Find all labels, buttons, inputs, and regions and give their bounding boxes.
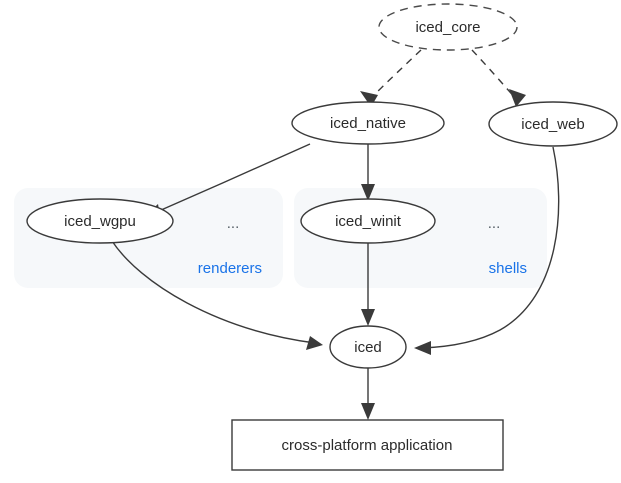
edge-iced-wgpu-to-iced-path	[111, 240, 316, 344]
node-iced-native[interactable]: iced_native	[291, 101, 445, 145]
edge-iced-native-to-iced-wgpu-path	[151, 143, 311, 215]
edge-iced-web-to-iced	[414, 146, 560, 355]
edge-iced-native-to-iced-winit	[361, 144, 375, 201]
edge-iced-to-application	[361, 368, 375, 420]
edge-iced-core-to-iced-web-path	[471, 49, 517, 100]
edge-iced-web-to-iced-path	[421, 146, 560, 349]
node-iced-core[interactable]: iced_core	[378, 3, 518, 51]
node-iced-wgpu-shape[interactable]	[26, 198, 174, 244]
cluster-shells-ellipsis: ...	[488, 215, 501, 232]
cluster-renderers-label: renderers	[198, 260, 262, 277]
edge-iced-winit-to-iced	[361, 243, 375, 326]
edge-iced-core-to-iced-web-arrowhead	[509, 89, 526, 107]
edge-iced-wgpu-to-iced-arrowhead	[306, 336, 323, 350]
edge-iced-wgpu-to-iced	[111, 240, 323, 350]
node-iced-winit-shape[interactable]	[300, 198, 436, 244]
edge-iced-core-to-iced-native-arrowhead	[360, 91, 378, 107]
edge-iced-core-to-iced-native	[360, 49, 422, 107]
node-iced-native-label: iced_native	[330, 115, 406, 132]
edge-iced-native-to-iced-winit-arrowhead	[361, 184, 375, 201]
cluster-shells-label: shells	[489, 260, 527, 277]
edge-iced-web-to-iced-arrowhead	[414, 341, 431, 355]
node-iced-web-label: iced_web	[521, 116, 584, 133]
edge-iced-core-to-iced-native-path	[369, 49, 422, 100]
edge-iced-to-application-arrowhead	[361, 403, 375, 420]
node-iced-wgpu-label: iced_wgpu	[64, 213, 136, 230]
cluster-renderers-ellipsis: ...	[227, 215, 240, 232]
node-iced-native-shape[interactable]	[291, 101, 445, 145]
edge-iced-core-to-iced-web	[471, 49, 526, 107]
node-iced-web[interactable]: iced_web	[488, 101, 618, 147]
node-cross-platform-application[interactable]: cross-platform application	[231, 419, 504, 471]
node-iced-label: iced	[354, 339, 382, 356]
node-iced-wgpu[interactable]: iced_wgpu	[26, 198, 174, 244]
node-iced-winit[interactable]: iced_winit	[300, 198, 436, 244]
node-iced-web-shape[interactable]	[488, 101, 618, 147]
node-iced[interactable]: iced	[329, 325, 407, 369]
node-iced-shape[interactable]	[329, 325, 407, 369]
node-cross-platform-application-shape[interactable]	[231, 419, 504, 471]
node-cross-platform-application-label: cross-platform application	[282, 437, 453, 454]
edge-iced-winit-to-iced-arrowhead	[361, 309, 375, 326]
node-iced-core-shape[interactable]	[378, 3, 518, 51]
node-iced-core-label: iced_core	[415, 19, 480, 36]
node-iced-winit-label: iced_winit	[335, 213, 402, 230]
